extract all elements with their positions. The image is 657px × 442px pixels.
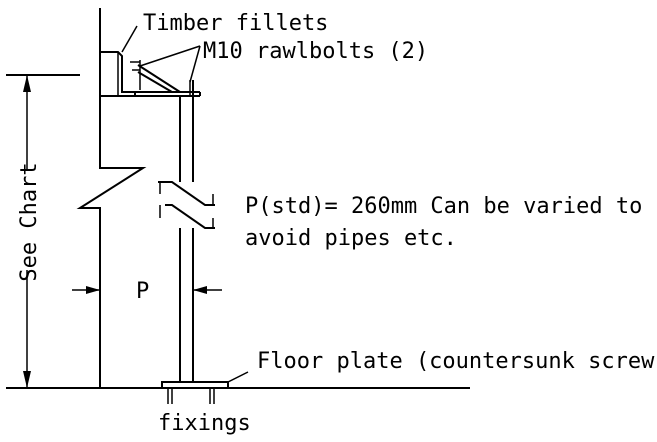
p-arrow-left [86, 286, 100, 294]
p-arrow-right [193, 286, 207, 294]
strut-upper [137, 64, 181, 93]
p-label: P [136, 279, 149, 304]
leader-rawlbolts [139, 45, 201, 67]
fixings-label: fixings [158, 411, 251, 436]
dim-arrow-down [23, 371, 31, 388]
floor-plate-label: Floor plate (countersunk screw fixings) [257, 349, 657, 374]
p-std-label-line1: P(std)= 260mm Can be varied to [245, 194, 642, 219]
dim-arrow-up [23, 75, 31, 92]
see-chart-label: See Chart [17, 162, 42, 281]
leader-rawlbolts-2 [189, 45, 201, 83]
leader-timber [121, 25, 138, 53]
floor-plate [161, 381, 229, 389]
strut-lower [137, 71, 173, 93]
timber-fillets-label: Timber fillets [143, 11, 328, 36]
rawlbolts-label: M10 rawlbolts (2) [203, 39, 428, 64]
post-break-symbol [158, 181, 215, 229]
p-std-label-line2: avoid pipes etc. [245, 226, 457, 251]
leader-floor-plate [227, 371, 249, 383]
wall-outline [76, 8, 147, 388]
